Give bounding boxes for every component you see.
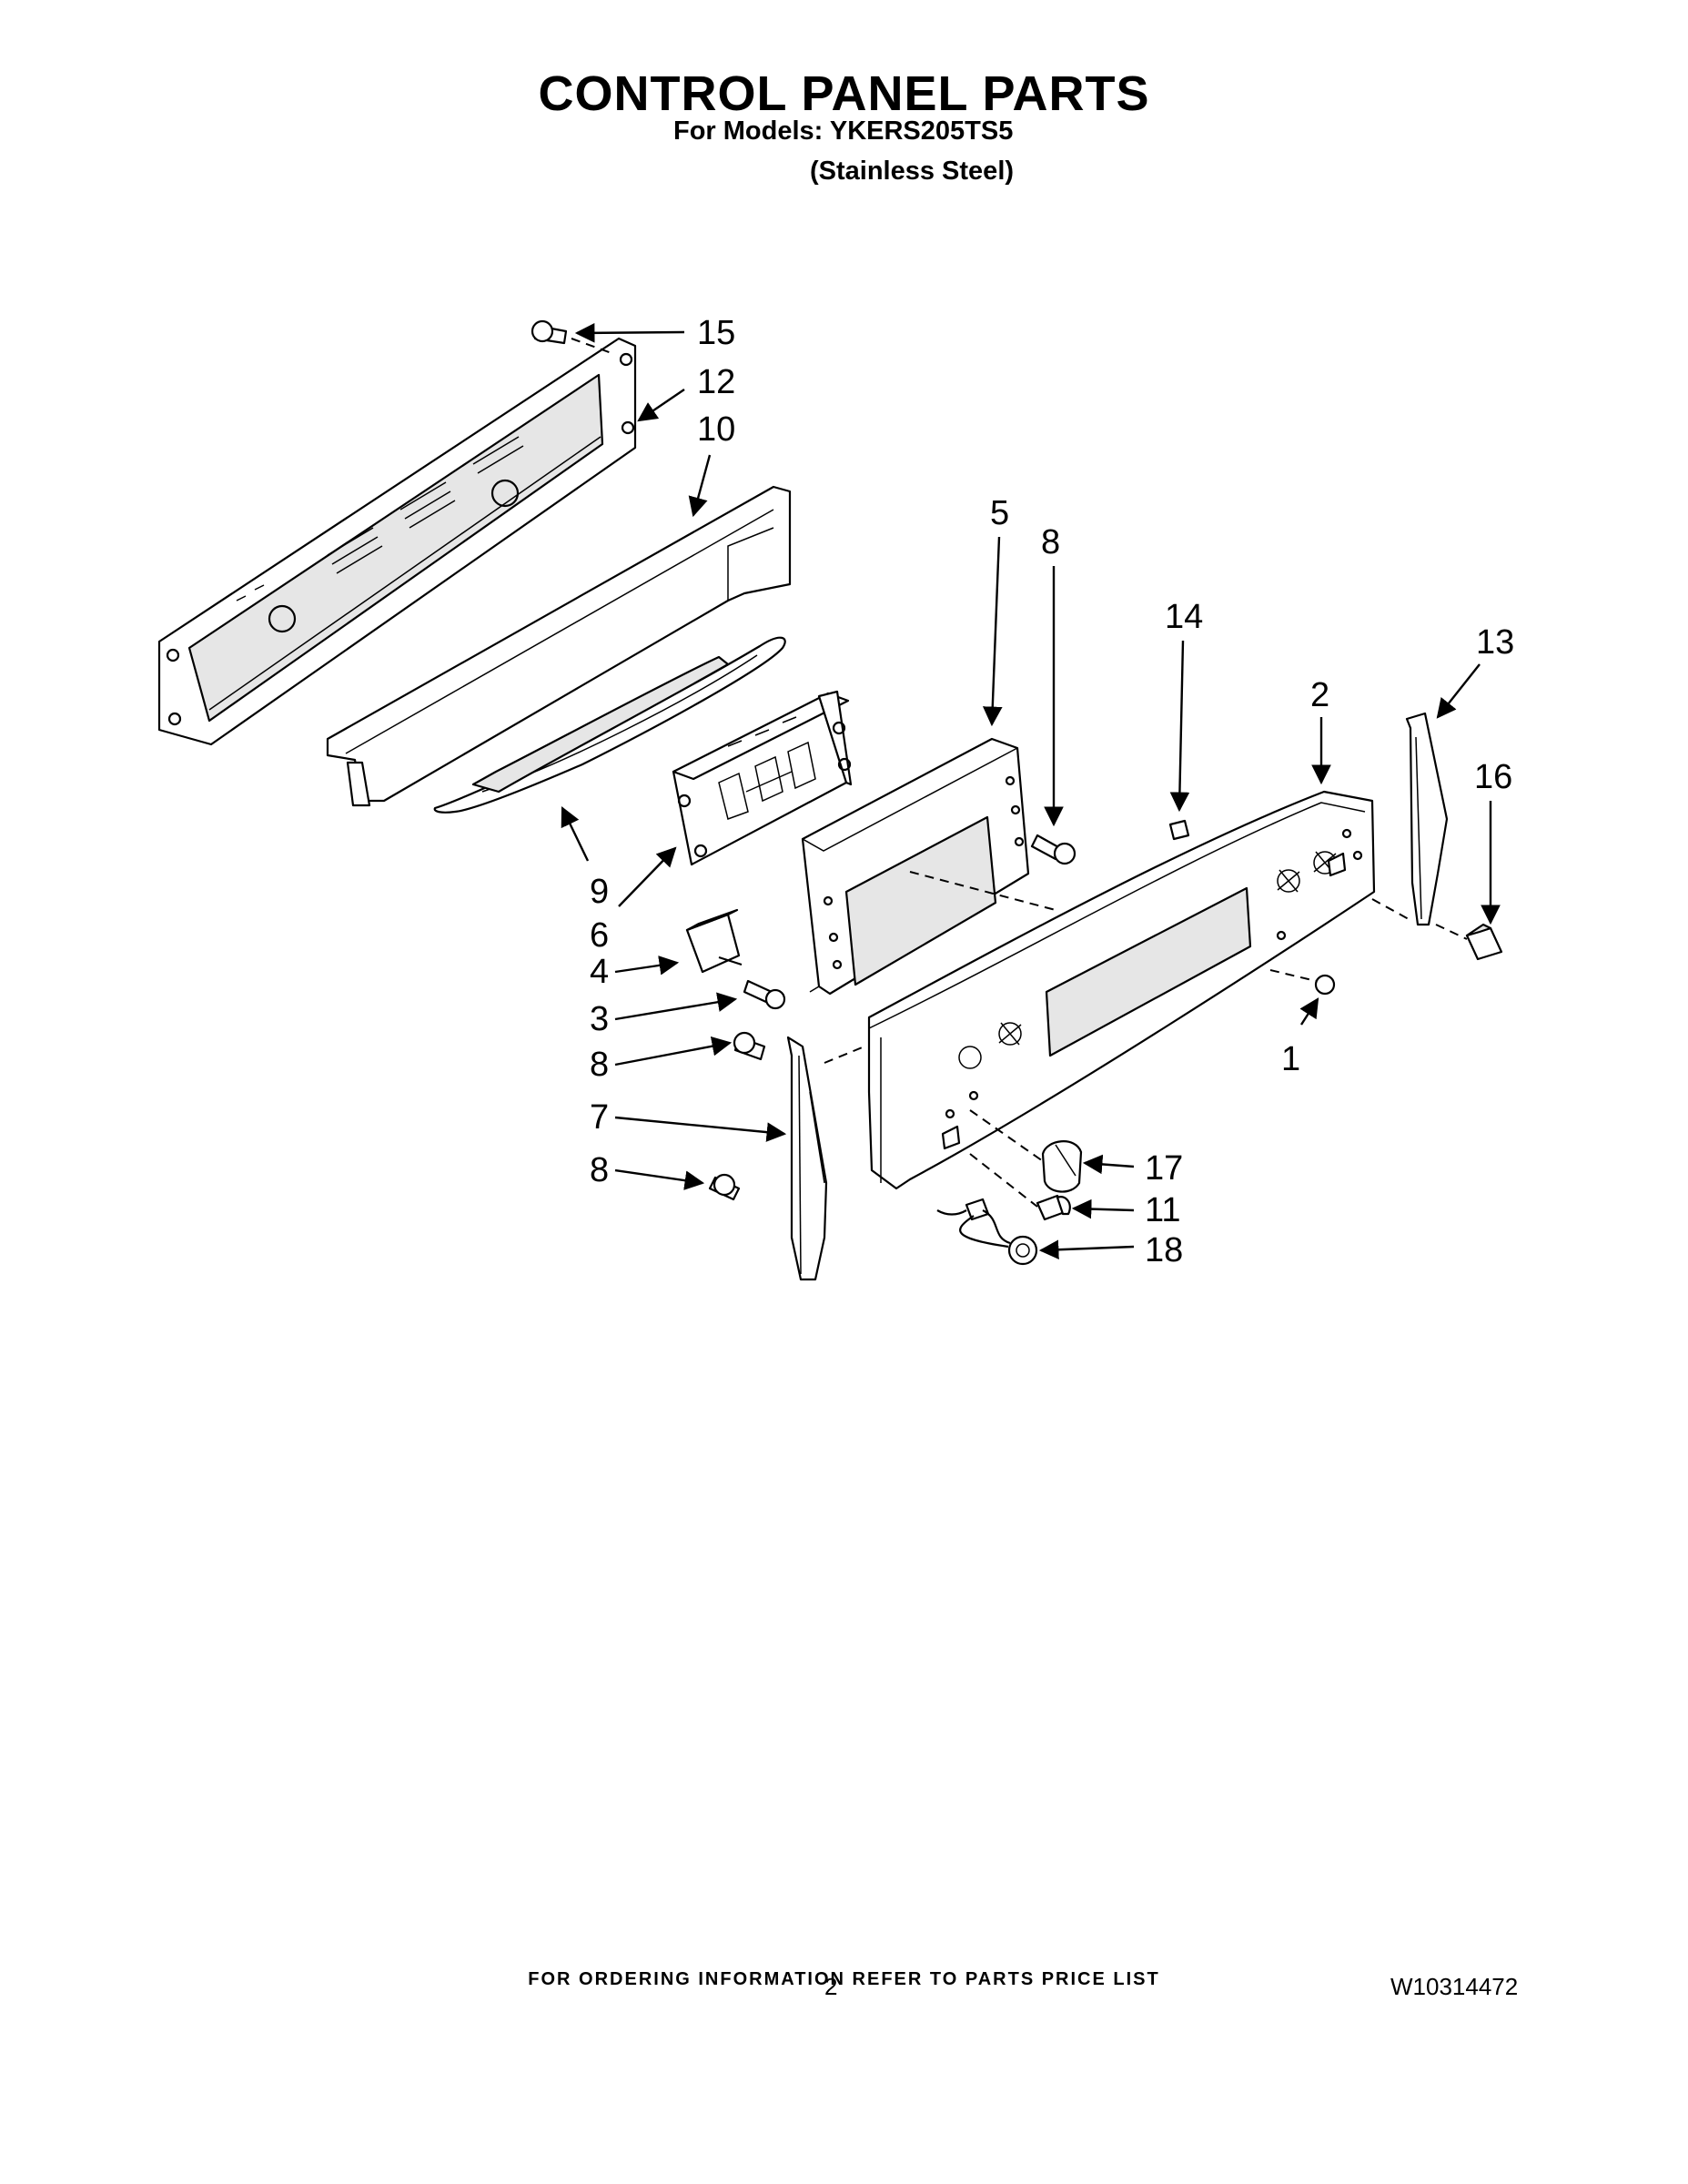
- part-10-trim-strip: [326, 485, 792, 807]
- part-4-switch: [685, 908, 743, 974]
- document-id: W10314472: [1390, 1973, 1519, 2000]
- part-12-rear-bracket: [157, 337, 637, 746]
- part-5-display-bracket: [801, 737, 1056, 996]
- part-14-clip: [1168, 819, 1190, 841]
- callout-11: 11: [1145, 1191, 1180, 1229]
- part-3-screw: [743, 979, 786, 1010]
- callout-9: 9: [590, 873, 609, 911]
- callout-5: 5: [990, 494, 1009, 532]
- callout-4: 4: [590, 953, 609, 991]
- callout-6: 6: [590, 916, 609, 955]
- callout-18: 18: [1145, 1231, 1183, 1269]
- ordering-note: FOR ORDERING INFORMATION REFER TO PARTS …: [528, 1969, 1160, 1989]
- model-line: For Models: YKERS205TS5: [673, 116, 1014, 146]
- part-16-plug: [1435, 923, 1503, 961]
- part-8-screw-middle: [733, 1031, 766, 1061]
- page-title: CONTROL PANEL PARTS: [538, 66, 1150, 121]
- part-15-screw: [531, 319, 612, 354]
- part-13-right-bracket: [1371, 712, 1449, 926]
- callout-17: 17: [1145, 1149, 1183, 1188]
- callout-1: 1: [1281, 1040, 1300, 1078]
- callout-2: 2: [1310, 676, 1329, 714]
- callout-13: 13: [1476, 623, 1514, 662]
- part-6-control-board: [672, 690, 853, 866]
- part-18-lamp-harness: [936, 1198, 1038, 1266]
- part-8-screw-upper: [1030, 834, 1076, 865]
- part-8-screw-lower: [708, 1173, 741, 1201]
- part-9-end-trim: [433, 636, 786, 814]
- callout-16: 16: [1474, 758, 1512, 796]
- callout-8-lower: 8: [590, 1151, 609, 1189]
- callout-3: 3: [590, 1000, 609, 1038]
- callout-15: 15: [697, 314, 735, 352]
- callout-8-upper: 8: [1041, 523, 1060, 561]
- callout-12: 12: [697, 363, 735, 401]
- page-number: 2: [824, 1973, 838, 2000]
- part-2-control-panel: [867, 790, 1376, 1190]
- part-11-switch: [969, 1153, 1071, 1221]
- callout-8-middle: 8: [590, 1046, 609, 1084]
- part-7-left-bracket: [786, 1036, 865, 1281]
- part-1-screw: [1269, 969, 1336, 996]
- callout-14: 14: [1165, 598, 1203, 636]
- part-17-knob: [969, 1109, 1083, 1193]
- callout-10: 10: [697, 410, 735, 449]
- finish-line: (Stainless Steel): [810, 157, 1015, 186]
- callout-7: 7: [590, 1098, 609, 1137]
